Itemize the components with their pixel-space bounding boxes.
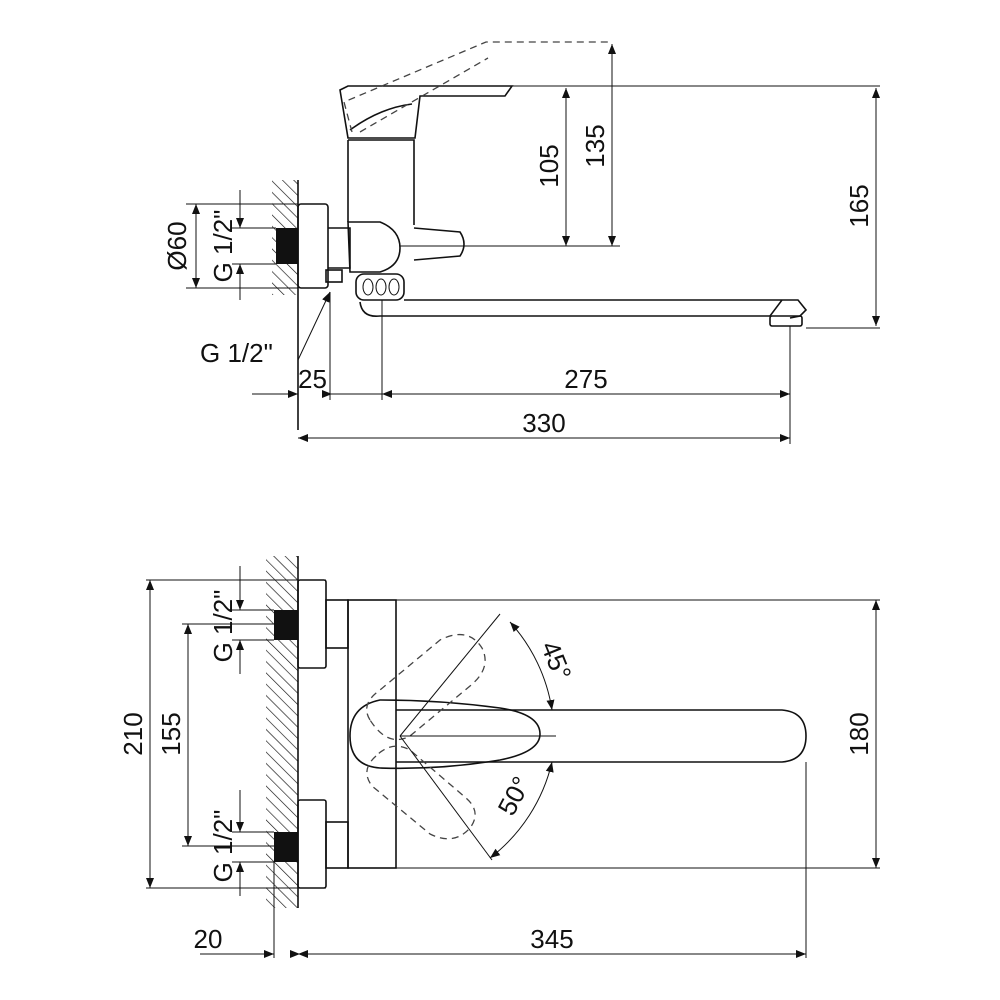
top-dim-345: 345	[530, 924, 573, 954]
side-dim-275: 275	[564, 364, 607, 394]
side-thread-label-leader: G 1/2"	[200, 338, 273, 368]
side-view: G 1/2" Ø60 G 1/2" 105 135 165 25 275 330	[162, 41, 880, 444]
top-thread-lower	[274, 832, 298, 862]
side-thread-label-vertical: G 1/2"	[208, 210, 238, 283]
side-mixer-body	[347, 139, 415, 225]
side-spout	[359, 299, 808, 319]
top-dim-20: 20	[194, 924, 223, 954]
side-diameter-label: Ø60	[162, 221, 192, 270]
top-flange-upper	[297, 579, 327, 669]
top-thread-label-upper: G 1/2"	[208, 590, 238, 663]
top-dim-155: 155	[156, 712, 186, 755]
side-dim-105: 105	[534, 144, 564, 187]
top-angle-45: 45°	[535, 637, 578, 685]
top-thread-upper	[274, 610, 298, 640]
top-handle-rotated-45	[366, 633, 486, 741]
top-angle-50: 50°	[492, 771, 537, 820]
top-handle-rotated-50	[366, 745, 476, 840]
side-flange	[297, 203, 329, 289]
top-dim-180: 180	[844, 712, 874, 755]
side-dim-330: 330	[522, 408, 565, 438]
top-thread-label-lower: G 1/2"	[208, 810, 238, 883]
side-handle-raised	[343, 41, 612, 133]
top-mixer-body	[347, 599, 397, 869]
side-handle-cap	[339, 85, 514, 139]
top-handle	[349, 699, 541, 770]
top-flange-lower	[297, 799, 327, 889]
side-thread	[276, 228, 298, 264]
side-dim-165: 165	[844, 184, 874, 227]
side-dim-135: 135	[580, 124, 610, 167]
side-knob	[355, 273, 405, 301]
side-diverter-lever	[413, 227, 465, 261]
side-eccentric-body	[347, 221, 401, 273]
side-dim-25: 25	[298, 364, 327, 394]
top-view: 45° 50° 210 155 G 1/2" G 1/2" 180 20	[118, 556, 880, 958]
top-spout	[396, 709, 807, 763]
top-dim-210: 210	[118, 712, 148, 755]
